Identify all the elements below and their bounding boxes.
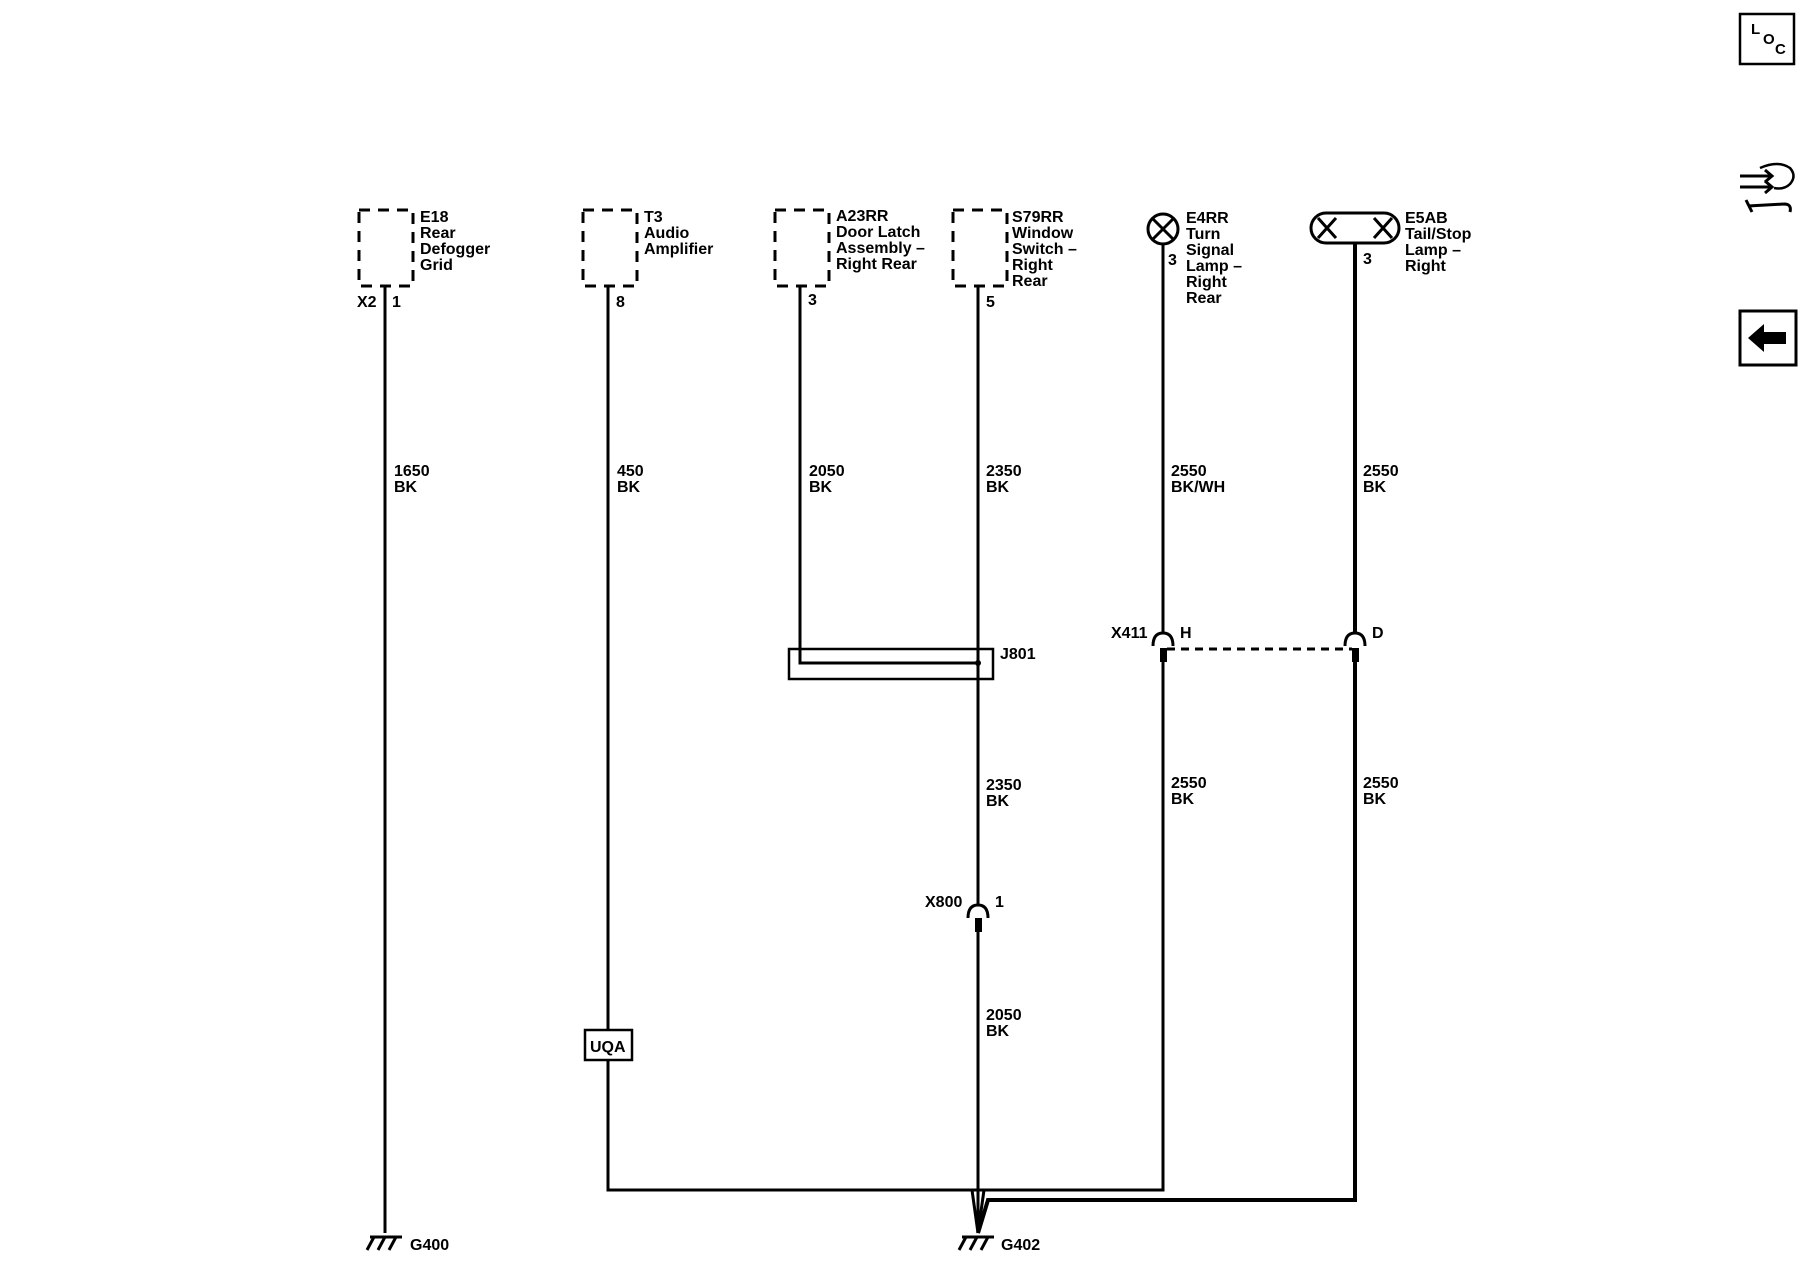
a23rr-name-line: Door Latch — [836, 224, 920, 241]
component-s79rr: S79RR Window Switch – Right Rear 5 — [951, 208, 1077, 311]
e18-connector: X2 — [357, 294, 377, 311]
e5ab-name-line: Lamp – — [1405, 242, 1461, 259]
connector-x411-pin-h: H — [1180, 625, 1192, 642]
wire-e4rr-top-color: BK/WH — [1171, 479, 1225, 496]
s79rr-ref: S79RR — [1012, 209, 1064, 226]
e4rr-name-line: Lamp – — [1186, 258, 1242, 275]
t3-ref: T3 — [644, 209, 663, 226]
wire-e4rr-top-circuit: 2550 — [1171, 463, 1207, 480]
wire-e5ab-top-color: BK — [1363, 479, 1387, 496]
a23rr-pin: 3 — [808, 292, 817, 309]
a23rr-box — [773, 208, 831, 288]
connector-x800-name: X800 — [925, 894, 962, 911]
ground-g400-label: G400 — [410, 1237, 449, 1254]
option-uqa-label: UQA — [590, 1039, 626, 1056]
wire-e5ab-bottom — [976, 662, 1357, 1234]
ground-g400: G400 — [365, 1235, 449, 1254]
t3-box — [581, 208, 639, 288]
connector-x800: X800 1 — [925, 894, 1004, 932]
svg-text:L: L — [1751, 21, 1760, 38]
wire-merge — [970, 1189, 980, 1234]
connector-x411-name: X411 — [1111, 625, 1148, 642]
e18-name-line: Grid — [420, 257, 453, 274]
s79rr-name-line: Window — [1012, 225, 1074, 242]
wire-s79rr-mid-color: BK — [986, 793, 1010, 810]
s79rr-name-line: Right — [1012, 257, 1054, 274]
t3-name-line: Amplifier — [644, 241, 713, 258]
wire-e4rr-bottom-color: BK — [1171, 791, 1195, 808]
wire-s79rr-top-color: BK — [986, 479, 1010, 496]
a23rr-name-line: Right Rear — [836, 256, 917, 273]
wire-a23rr-color: BK — [809, 479, 833, 496]
wire-s79rr-bottom-color: BK — [986, 1023, 1010, 1040]
connector-x411-pin-d: D — [1372, 625, 1384, 642]
wire-e18-color: BK — [394, 479, 418, 496]
wire-merge — [976, 1189, 986, 1234]
e18-pin: 1 — [392, 294, 401, 311]
e4rr-name-line: Turn — [1186, 226, 1220, 243]
component-t3: T3 Audio Amplifier 8 — [581, 208, 713, 311]
wire-e5ab-bottom-color: BK — [1363, 791, 1387, 808]
ground-g402: G402 — [957, 1235, 1040, 1254]
t3-pin: 8 — [616, 294, 625, 311]
e18-ref: E18 — [420, 209, 449, 226]
wire-e18-circuit: 1650 — [394, 463, 430, 480]
component-e5ab: E5AB Tail/Stop Lamp – Right 3 — [1309, 210, 1472, 275]
a23rr-name-line: Assembly – — [836, 240, 925, 257]
loc-button[interactable]: L O C — [1738, 12, 1796, 66]
wire-s79rr-bottom-circuit: 2050 — [986, 1007, 1022, 1024]
wire-a23rr-circuit: 2050 — [809, 463, 845, 480]
component-a23rr: A23RR Door Latch Assembly – Right Rear 3 — [773, 208, 925, 309]
t3-name-line: Audio — [644, 225, 690, 242]
back-arrow-icon — [1748, 324, 1786, 352]
wire-s79rr-mid-circuit: 2350 — [986, 777, 1022, 794]
loc-icon: L O C — [1751, 21, 1786, 58]
connector-x800-pin: 1 — [995, 894, 1004, 911]
wire-t3-color: BK — [617, 479, 641, 496]
s79rr-box — [951, 208, 1009, 288]
e5ab-ref: E5AB — [1405, 210, 1448, 227]
wrench-arrows-icon — [1740, 162, 1795, 213]
option-uqa: UQA — [583, 1028, 634, 1062]
wire-e4rr-bottom — [978, 662, 1165, 1192]
e18-name-line: Rear — [420, 225, 456, 242]
wire-s79rr-top-circuit: 2350 — [986, 463, 1022, 480]
s79rr-pin: 5 — [986, 294, 995, 311]
e5ab-pin: 3 — [1363, 251, 1372, 268]
s79rr-name-line: Switch – — [1012, 241, 1077, 258]
svg-text:O: O — [1763, 31, 1775, 48]
wire-t3 — [606, 286, 978, 1192]
s79rr-name-line: Rear — [1012, 273, 1048, 290]
lamp-icon — [1146, 212, 1180, 246]
svg-text:C: C — [1775, 41, 1786, 58]
e5ab-name-line: Tail/Stop — [1405, 226, 1472, 243]
component-view-button[interactable] — [1740, 162, 1795, 213]
wire-e5ab-bottom-circuit: 2550 — [1363, 775, 1399, 792]
ground-g402-label: G402 — [1001, 1237, 1040, 1254]
e18-box — [357, 208, 415, 288]
wire-t3-circuit: 450 — [617, 463, 644, 480]
e4rr-name-line: Rear — [1186, 290, 1222, 307]
a23rr-ref: A23RR — [836, 208, 889, 225]
e4rr-name-line: Signal — [1186, 242, 1234, 259]
wire-e4rr-bottom-circuit: 2550 — [1171, 775, 1207, 792]
splice-j801-label: J801 — [1000, 646, 1036, 663]
back-button[interactable] — [1738, 309, 1798, 367]
e5ab-name-line: Right — [1405, 258, 1447, 275]
e18-name-line: Defogger — [420, 241, 490, 258]
connector-x411: X411 H D — [1111, 625, 1384, 662]
wire-e5ab-top-circuit: 2550 — [1363, 463, 1399, 480]
e4rr-pin: 3 — [1168, 252, 1177, 269]
dual-lamp-icon — [1309, 211, 1401, 245]
wire-a23rr — [798, 286, 977, 665]
e4rr-ref: E4RR — [1186, 210, 1229, 227]
component-e18: E18 Rear Defogger Grid X2 1 — [357, 208, 490, 311]
e4rr-name-line: Right — [1186, 274, 1228, 291]
